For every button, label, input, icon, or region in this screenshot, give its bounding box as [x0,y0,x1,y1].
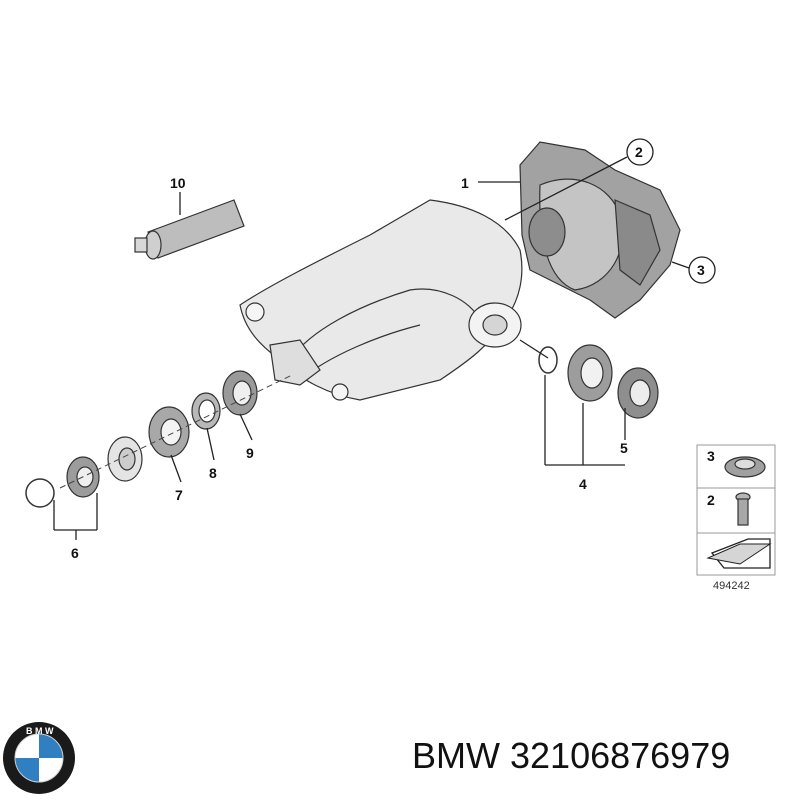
callout-9: 9 [246,445,254,461]
callout-3: 3 [697,262,705,278]
callout-1: 1 [461,175,469,191]
seal-7 [148,406,190,458]
seal-right [567,344,613,402]
callout-2: 2 [635,144,643,160]
seal-9 [222,370,258,416]
diagram-id: 494242 [713,580,750,592]
o-ring-right [538,346,558,374]
nut-icon [724,456,766,478]
differential-housing [239,199,523,401]
callout-8: 8 [209,465,217,481]
bmw-logo-icon: B M W [3,722,75,794]
legend-label-mid: 2 [707,492,715,508]
svg-text:B M W: B M W [26,726,54,736]
callout-5: 5 [620,440,628,456]
bearing-nut [107,436,143,482]
callout-6: 6 [71,545,79,561]
part-number: 32106876979 [510,735,731,776]
o-ring-6 [25,478,55,508]
sealant-tube [134,199,245,260]
arrow-icon [706,538,772,569]
bolt-icon [735,492,751,526]
legend-label-top: 3 [707,448,715,464]
fastener-legend: 3 2 494242 [696,444,776,592]
brand-name: BMW [412,735,500,776]
differential-cover [519,141,681,319]
callout-7: 7 [175,487,183,503]
spacer-ring-8 [191,392,221,430]
flange-ring-right [617,367,659,419]
product-title: BMW 32106876979 [412,735,792,787]
callout-4: 4 [579,476,587,492]
callout-10: 10 [170,175,186,191]
